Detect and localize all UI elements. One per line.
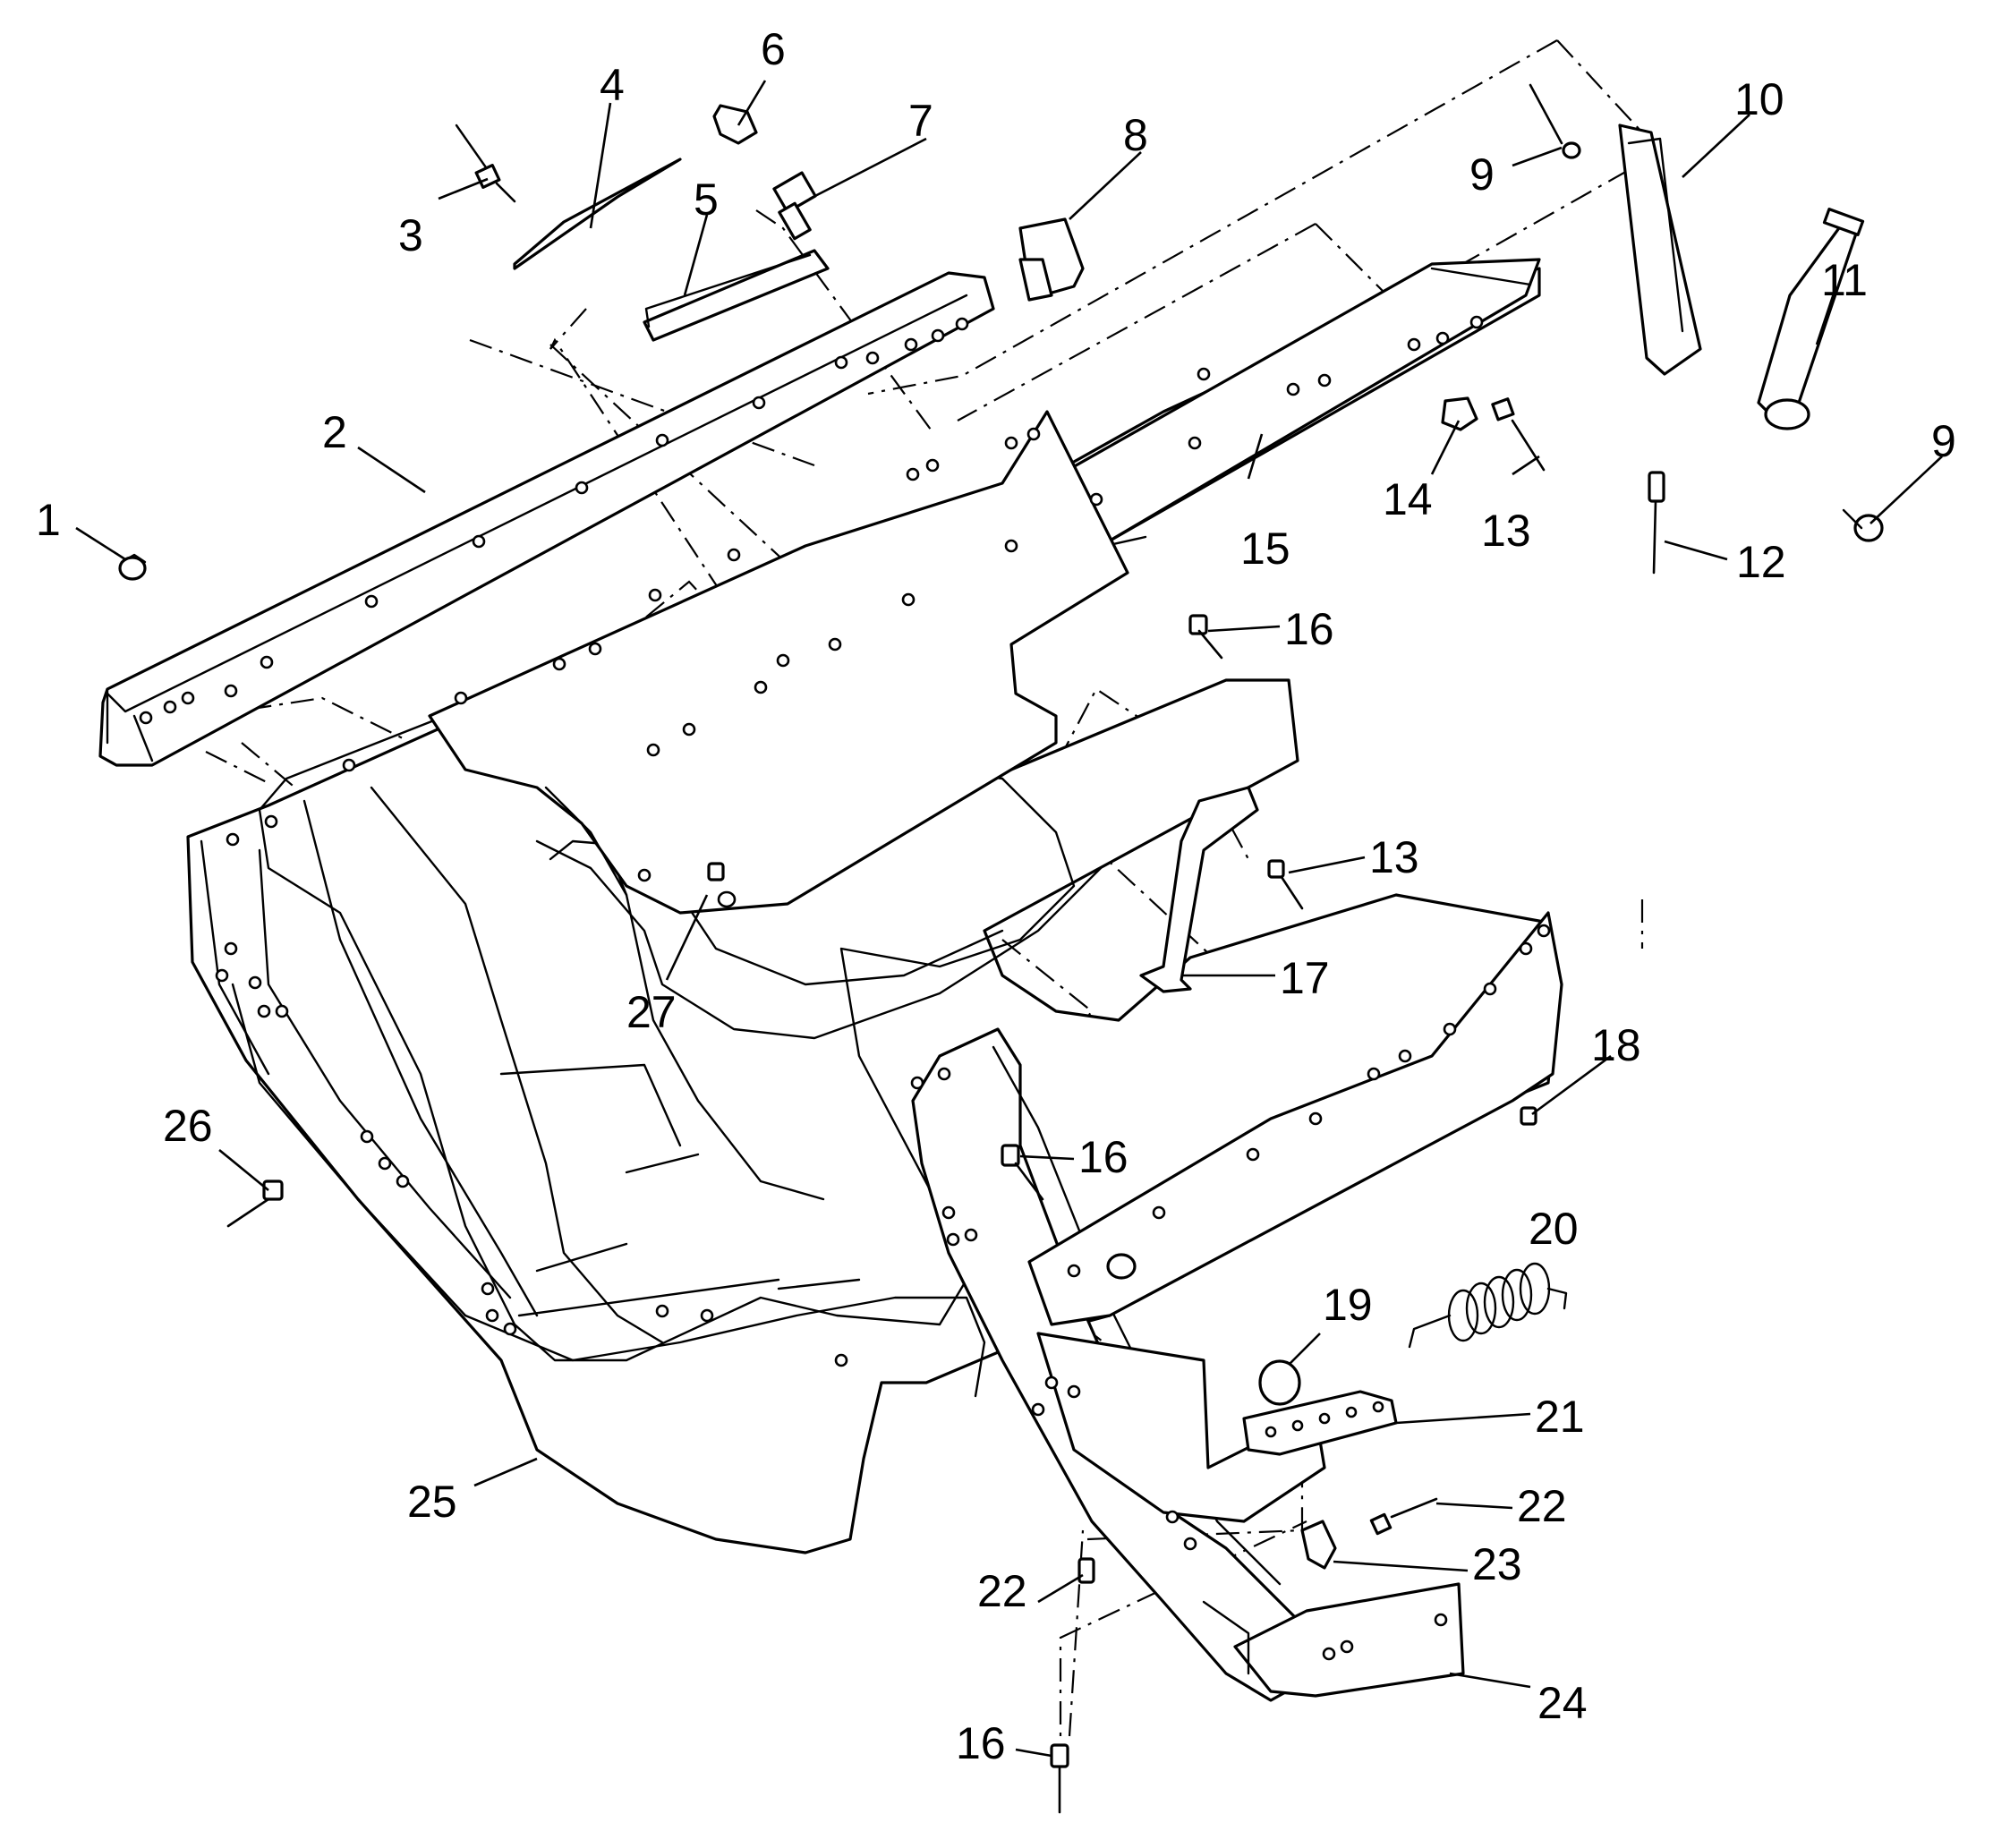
part-7-bolt [772,171,817,241]
part-12-rivet [1648,471,1665,575]
part-23-clip [1300,1520,1337,1570]
callout-27: 27 [626,987,677,1037]
callout-13-top: 13 [1481,506,1531,556]
callout-4: 4 [600,60,625,110]
main-chassis-part-25 [186,267,1563,1702]
callout-13-mid: 13 [1369,832,1419,882]
callout-22-left: 22 [977,1566,1027,1616]
part-16-rivet-mid [1001,1144,1044,1201]
callout-12: 12 [1736,537,1786,587]
callout-8: 8 [1123,110,1148,160]
callout-16-mid: 16 [1078,1132,1129,1182]
callout-16-top: 16 [1284,604,1334,654]
part-1-cap-nut [118,553,147,581]
callout-7: 7 [908,96,933,146]
callout-18: 18 [1591,1020,1641,1070]
part-3-rivet [455,123,516,203]
part-20-spring [1408,1262,1568,1349]
callout-20: 20 [1529,1204,1579,1254]
part-26-rivet [226,1179,284,1228]
callout-22-right: 22 [1517,1481,1567,1531]
part-22-rivet-left [1077,1557,1095,1584]
part-19-plug [1106,1253,1301,1406]
callout-17: 17 [1280,953,1330,1003]
mounting-holes [139,315,1551,1661]
callout-3: 3 [398,210,423,260]
callout-23: 23 [1472,1539,1522,1589]
callout-1: 1 [36,495,61,545]
part-4-plate [513,158,682,270]
part-13-rivet-mid [1267,859,1304,910]
part-8-latch [1018,217,1085,302]
callout-2: 2 [322,407,347,457]
part-17-bracket [1139,786,1259,993]
part-21-plate [1242,1390,1398,1456]
part-11-arm [1757,208,1865,430]
part-13-rivet-top [1491,397,1546,472]
callout-15: 15 [1240,524,1290,574]
callout-leader-lines [75,80,1943,1758]
part-18-rivet [1520,1106,1537,1126]
callout-9-right: 9 [1931,416,1956,466]
part-16-rivet-top [1188,614,1223,660]
callout-25: 25 [407,1477,457,1527]
part-16-rivet-bottom [1050,1743,1069,1814]
callout-numbers: 1 2 3 4 5 6 7 8 9 10 11 9 12 13 14 15 16… [36,24,1956,1768]
callout-24: 24 [1537,1678,1588,1728]
callout-11: 11 [1821,255,1868,305]
part-2-upper-rail [98,271,995,767]
part-22-rivet-right [1369,1497,1438,1536]
part-27-rivet [707,862,737,908]
part-9-cap-right [1842,508,1884,542]
part-14-nut [1441,396,1478,431]
callout-26: 26 [163,1101,213,1151]
callout-6: 6 [761,24,786,74]
part-6-nut [712,104,758,145]
callout-5: 5 [694,175,719,225]
callout-10: 10 [1734,74,1784,124]
callout-14: 14 [1383,474,1433,524]
part-5-strip [643,249,830,342]
callout-21: 21 [1535,1392,1585,1442]
callout-9-top: 9 [1469,149,1495,200]
callout-16-bottom: 16 [956,1718,1006,1768]
part-9-rivet-top [1529,83,1581,159]
part-10-bracket [1618,123,1702,376]
callout-19: 19 [1323,1280,1373,1330]
